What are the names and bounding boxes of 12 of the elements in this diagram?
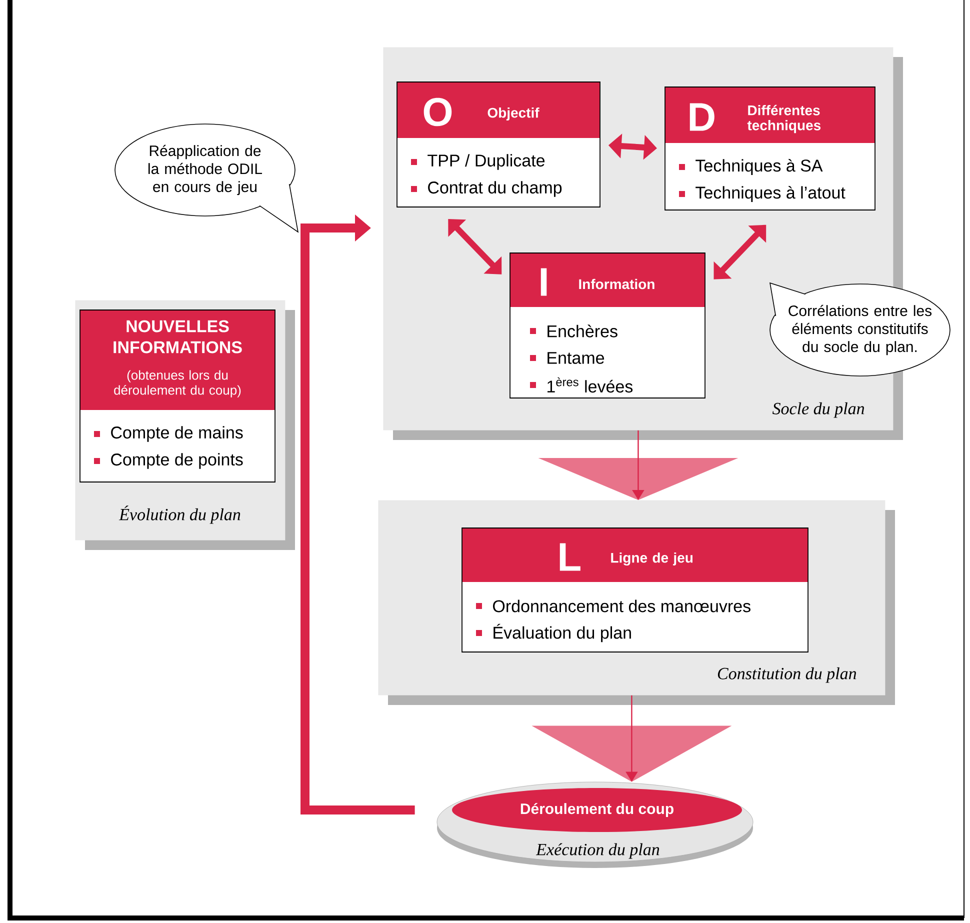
- letter-box: L Ligne de jeu Ordonnancement des manœuvres Évaluation du plan: [462, 528, 808, 652]
- speech-bubble: Réapplication de la méthode ODIL en cours de jeu: [114, 124, 299, 233]
- letter-box: D Différentes techniques Techniques à SA Techniques à l’atout: [664, 86, 876, 210]
- arrow: [538, 430, 738, 500]
- letter-box: O Objectif TPP / Duplicate Contrat du champ: [396, 82, 600, 208]
- info-box: NOUVELLES INFORMATIONS (obtenues lors du déroulement du coup) Compte de mains Compte de points: [80, 310, 276, 482]
- letter-box: I Information Enchères Entame 1$^{ères}$ levées: [510, 252, 706, 398]
- arrow: [532, 695, 732, 782]
- speech-bubble: Corrélations entre les éléments constitutifs du socle du plan.: [770, 282, 950, 376]
- arrow: [300, 214, 415, 814]
- arrow: [714, 224, 766, 280]
- ellipse-label: Déroulement du coup: [452, 788, 742, 832]
